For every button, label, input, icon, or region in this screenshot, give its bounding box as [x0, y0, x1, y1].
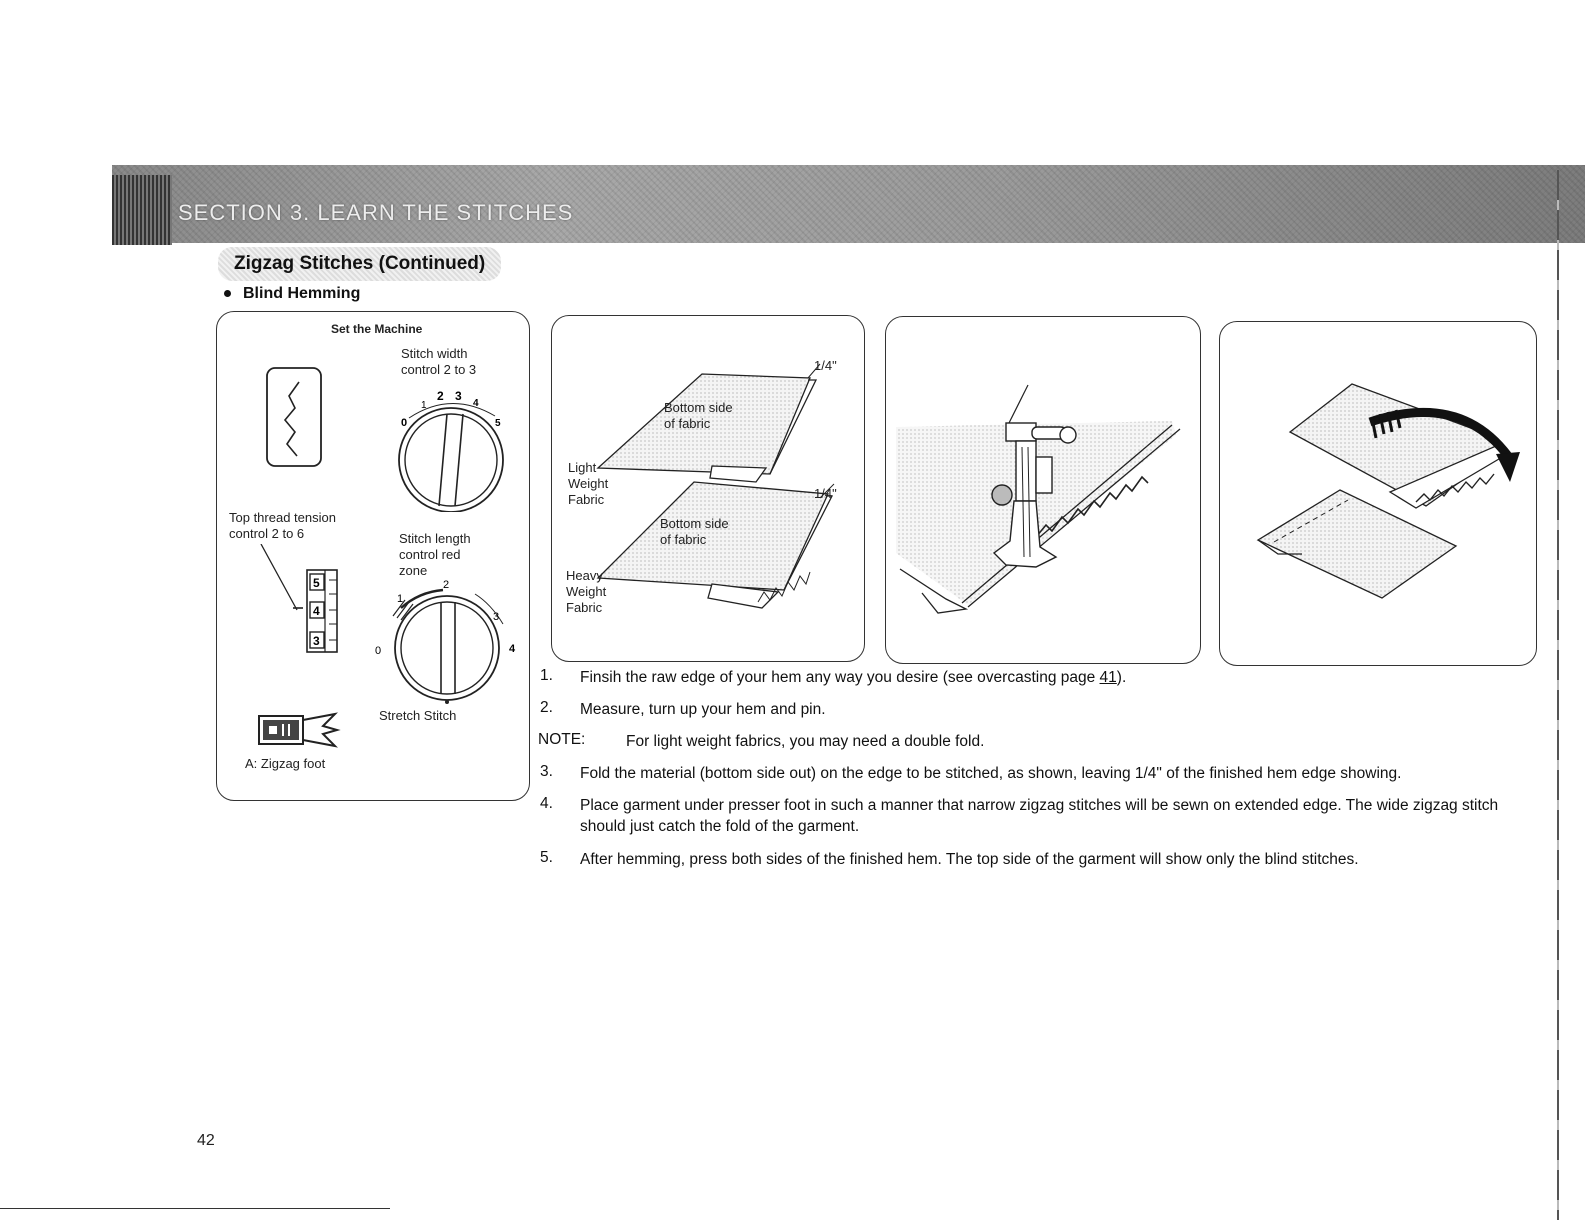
length-tick-0: 0 — [375, 645, 381, 657]
blind-stitch-pattern-icon — [266, 367, 322, 467]
tension-number-3: 3 — [313, 634, 320, 648]
measure-label-top: 1/4" — [814, 358, 837, 373]
width-tick-2: 2 — [437, 389, 444, 403]
panel-title: Set the Machine — [331, 322, 423, 336]
sewing-illustration-panel — [885, 316, 1201, 664]
stitch-width-label-2: control 2 to 3 — [401, 362, 477, 377]
page-edge-shadow — [1557, 170, 1559, 1220]
measure-label-bottom: 1/4" — [814, 486, 837, 501]
step-text: Finsih the raw edge of your hem any way … — [580, 669, 1127, 686]
length-tick-1: 1 — [397, 593, 403, 605]
tension-label-1: Top thread tension — [229, 510, 336, 525]
topic-label: Blind Hemming — [243, 285, 361, 302]
length-tick-4: 4 — [509, 643, 516, 655]
length-tick-3: 3 — [493, 611, 499, 623]
tension-label-2: control 2 to 6 — [229, 526, 305, 541]
step-text: Fold the material (bottom side out) on t… — [580, 765, 1402, 782]
step-text: Place garment under presser foot in such… — [580, 797, 1499, 835]
light-weight-label-1: Light — [568, 460, 597, 475]
note-label: NOTE: — [538, 731, 586, 748]
stitch-length-dial: 0 1 2 3 4 — [375, 579, 516, 704]
topic-heading: Blind Hemming — [224, 285, 360, 303]
step-number: 5. — [540, 849, 553, 866]
width-tick-4: 4 — [473, 398, 479, 409]
machine-settings-panel: Set the Machine Stitch width control 2 t… — [216, 311, 530, 801]
tension-number-4: 4 — [313, 604, 320, 618]
stitch-length-label-2: control red — [399, 547, 461, 562]
presser-foot-diagram — [896, 384, 1181, 614]
fabric-fold-diagram — [596, 363, 835, 609]
heavy-weight-label-1: Heavy — [566, 568, 603, 583]
tension-control-graphic: 5 4 3 — [260, 544, 338, 653]
length-tick-2: 2 — [443, 579, 449, 591]
tension-number-5: 5 — [313, 576, 320, 590]
section-title: SECTION 3. LEARN THE STITCHES — [178, 200, 574, 225]
step-number: 3. — [540, 763, 553, 780]
bottom-side-label-1a: Bottom side — [664, 400, 733, 415]
step-text: Measure, turn up your hem and pin. — [580, 701, 826, 718]
heavy-weight-label-3: Fabric — [566, 600, 603, 615]
bullet-icon — [224, 290, 231, 298]
banner-tab-marker — [112, 175, 172, 245]
width-tick-0: 0 — [401, 417, 407, 429]
zigzag-foot-label: A: Zigzag foot — [245, 756, 326, 771]
finished-hem-panel — [1219, 321, 1537, 666]
step-number: 2. — [540, 699, 553, 716]
light-weight-label-3: Fabric — [568, 492, 605, 507]
note-text: For light weight fabrics, you may need a… — [626, 733, 985, 750]
finished-hem-diagram — [1256, 383, 1520, 599]
bottom-side-label-2b: of fabric — [660, 532, 707, 547]
step-text: After hemming, press both sides of the f… — [580, 851, 1359, 868]
step-number: 1. — [540, 667, 553, 684]
width-tick-3: 3 — [455, 389, 462, 403]
section-banner — [112, 165, 1585, 243]
bottom-side-label-1b: of fabric — [664, 416, 711, 431]
light-weight-label-2: Weight — [568, 476, 609, 491]
stitch-length-label-1: Stitch length — [399, 531, 471, 546]
heavy-weight-label-2: Weight — [566, 584, 607, 599]
page-link[interactable]: 41 — [1099, 669, 1117, 686]
zigzag-foot-icon — [258, 712, 341, 748]
bottom-side-label-2a: Bottom side — [660, 516, 729, 531]
width-tick-1: 1 — [421, 400, 427, 411]
bottom-rule — [0, 1208, 390, 1209]
subheading-box: Zigzag Stitches (Continued) — [218, 247, 502, 281]
stitch-width-label-1: Stitch width — [401, 346, 468, 361]
stitch-width-dial: 0 1 2 3 4 5 — [398, 389, 504, 512]
width-tick-5: 5 — [495, 418, 501, 429]
stitch-length-label-3: zone — [399, 563, 428, 578]
fold-illustration-panel: 1/4" 1/4" Bottom side of fabric Bottom s… — [551, 315, 865, 662]
stretch-stitch-label: Stretch Stitch — [379, 708, 457, 723]
subheading: Zigzag Stitches (Continued) — [234, 253, 486, 274]
page-number: 42 — [197, 1132, 215, 1149]
step-number: 4. — [540, 795, 553, 812]
